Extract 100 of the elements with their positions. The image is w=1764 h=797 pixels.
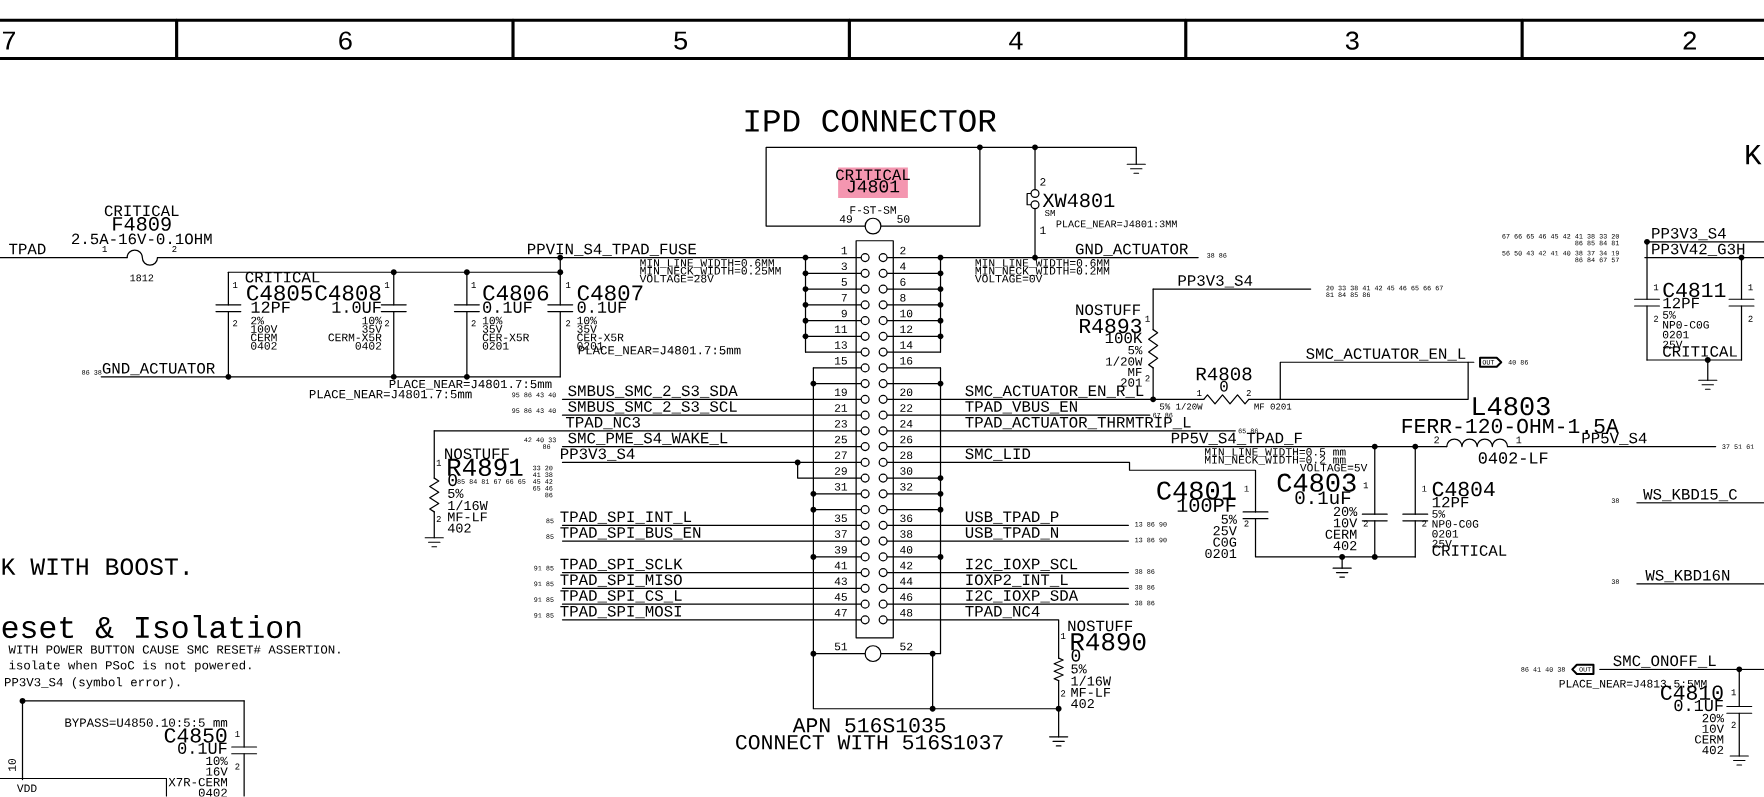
net-label: TPAD_SPI_MOSI xyxy=(560,606,681,619)
net-label: PP3V3_S4 xyxy=(1178,275,1253,288)
part-spec: 10% 35V CERM-X5R 0402 xyxy=(328,317,382,350)
net-label: SMC_ACTUATOR_EN_R_L xyxy=(965,385,1144,398)
net-label: TPAD_NC3 xyxy=(566,417,640,430)
pin-number: 14 xyxy=(900,341,913,349)
net-label: TPAD_VBUS_EN xyxy=(965,401,1077,414)
part-value: 100K xyxy=(1105,332,1143,344)
heading: K xyxy=(1746,145,1762,165)
part-value: 100PF xyxy=(1177,498,1236,513)
pin-number: 1 xyxy=(384,282,390,289)
pin-number: 2 xyxy=(900,247,906,255)
part-reference: C4850 xyxy=(164,728,227,743)
part-value: 0 xyxy=(448,474,457,487)
part-reference: XW4801 xyxy=(1042,193,1115,208)
part-reference: F4809 xyxy=(113,217,171,232)
part-reference: R4893 xyxy=(1080,318,1142,334)
part-value: 0 xyxy=(1220,381,1228,392)
net-label: SMBUS_SMC_2_S3_SCL xyxy=(568,401,737,414)
pin-number: 4 xyxy=(900,262,906,271)
attribute-text: VOLTAGE=5V xyxy=(1299,464,1368,472)
part-value: 2.5A-16V-0.1OHM xyxy=(71,233,212,245)
part-value: 1812 xyxy=(130,274,154,282)
part-reference: C4811 xyxy=(1663,282,1726,298)
pin-number: 1 xyxy=(235,731,240,738)
pin-number: 20 xyxy=(900,388,913,397)
part-spec: 20% 10V CERM 402 xyxy=(1695,714,1725,755)
pin-number: 2 xyxy=(384,320,390,327)
pin-number: 38 xyxy=(900,530,913,539)
part-value: 0402-LF xyxy=(1478,452,1548,464)
attribute-text: NOSTUFF xyxy=(445,448,509,460)
pin-number: 26 xyxy=(900,436,913,444)
pin-number: 21 xyxy=(834,404,848,412)
net-label: USB_TPAD_N xyxy=(965,527,1058,540)
attribute-text: MF 0201 xyxy=(1254,403,1292,410)
part-spec: 5% 1/16W MF-LF 402 xyxy=(447,489,488,533)
part-value: FERR-120-OHM-1.5A xyxy=(1402,419,1619,434)
attribute-text: MIN_NECK_WIDTH=0.2 mm xyxy=(1205,456,1346,465)
part-value: 0.1UF xyxy=(483,301,532,314)
pin-number: 1 xyxy=(1363,482,1369,489)
pin-number: 2 xyxy=(235,763,240,770)
pin-number: 1 xyxy=(1422,485,1427,492)
attribute-text: VOLTAGE=0V xyxy=(974,275,1043,283)
part-reference: C4805 xyxy=(247,285,312,301)
pin-number: 1 xyxy=(1145,316,1150,322)
attribute-text: PLACE_NEAR=J4801.7:5mm xyxy=(389,380,552,390)
pin-number: 2 xyxy=(1246,390,1251,397)
column-number: 2 xyxy=(1683,31,1696,50)
pin-number: 2 xyxy=(172,246,177,253)
net-label: TPAD_SPI_BUS_EN xyxy=(560,527,701,540)
pin-number: 36 xyxy=(900,514,913,523)
net-label: WS_KBD16N xyxy=(1645,570,1730,583)
note-text: WITH POWER BUTTON CAUSE SMC RESET# ASSERTION. xyxy=(8,645,340,654)
net-label: TPAD_NC4 xyxy=(965,606,1040,619)
net-label: GND_ACTUATOR xyxy=(102,363,215,376)
pin-number: 12 xyxy=(900,325,913,334)
pin-number: 2 xyxy=(1434,436,1439,444)
pin-number: 1 xyxy=(102,246,107,253)
title: IPD CONNECTOR xyxy=(745,110,997,133)
part-spec: 20% 10V CERM 402 xyxy=(1325,507,1358,551)
pin-number: 42 xyxy=(900,562,913,570)
attribute-text: PLACE_NEAR=J4801:3MM xyxy=(1056,220,1177,229)
net-label: SMBUS_SMC_2_S3_SDA xyxy=(568,385,738,398)
column-number: 7 xyxy=(3,31,15,50)
pin-number: 37 xyxy=(834,530,847,539)
net-label: PP5V_S4 xyxy=(1582,433,1647,446)
pin-number: 51 xyxy=(834,643,848,651)
attribute-text: CONNECT WITH 516S1037 xyxy=(736,735,1003,750)
pin-number: 16 xyxy=(900,357,913,365)
net-label: TPAD_SPI_INT_L xyxy=(560,511,692,524)
part-reference: R4891 xyxy=(448,458,523,477)
pin-number: 45 xyxy=(834,593,847,602)
net-label: IOXP2_INT_L xyxy=(966,574,1068,587)
attribute-text: APN 516S1035 xyxy=(792,718,946,733)
pin-number: 27 xyxy=(834,451,847,460)
part-value: 0.1UF xyxy=(577,301,627,314)
pin-number: 46 xyxy=(900,593,913,602)
net-label: TPAD_ACTUATOR_THRMTRIP_L xyxy=(965,417,1191,430)
pin-number: 3 xyxy=(841,262,847,271)
column-number: 3 xyxy=(1345,31,1359,50)
part-value: 0 xyxy=(1071,649,1081,662)
pin-number: 2 xyxy=(1748,315,1753,322)
net-label: SMC_LID xyxy=(965,448,1031,461)
pin-number: 15 xyxy=(834,357,847,365)
part-reference: C4806 xyxy=(483,285,549,301)
pin-number: 2 xyxy=(1040,178,1046,186)
net-label: I2C_IOXP_SDA xyxy=(966,590,1079,603)
pin-number: 9 xyxy=(841,310,847,318)
net-label: TPAD_SPI_SCLK xyxy=(560,559,683,572)
net-label: PP5V_S4_TPAD_F xyxy=(1171,433,1302,446)
pin-number: 1 xyxy=(566,282,571,289)
attribute-text: NOSTUFF xyxy=(1076,304,1141,316)
pin-number: 1 xyxy=(841,247,848,255)
pin-number: 2 xyxy=(566,320,571,327)
pin-number: 19 xyxy=(834,388,847,397)
pin-number: 30 xyxy=(900,467,913,476)
pin-number: 40 xyxy=(900,546,913,554)
part-reference: C4804 xyxy=(1432,482,1495,497)
attribute-text: MIN_LINE_WIDTH=0.6MM xyxy=(640,259,774,269)
pin-number: 8 xyxy=(900,294,906,302)
